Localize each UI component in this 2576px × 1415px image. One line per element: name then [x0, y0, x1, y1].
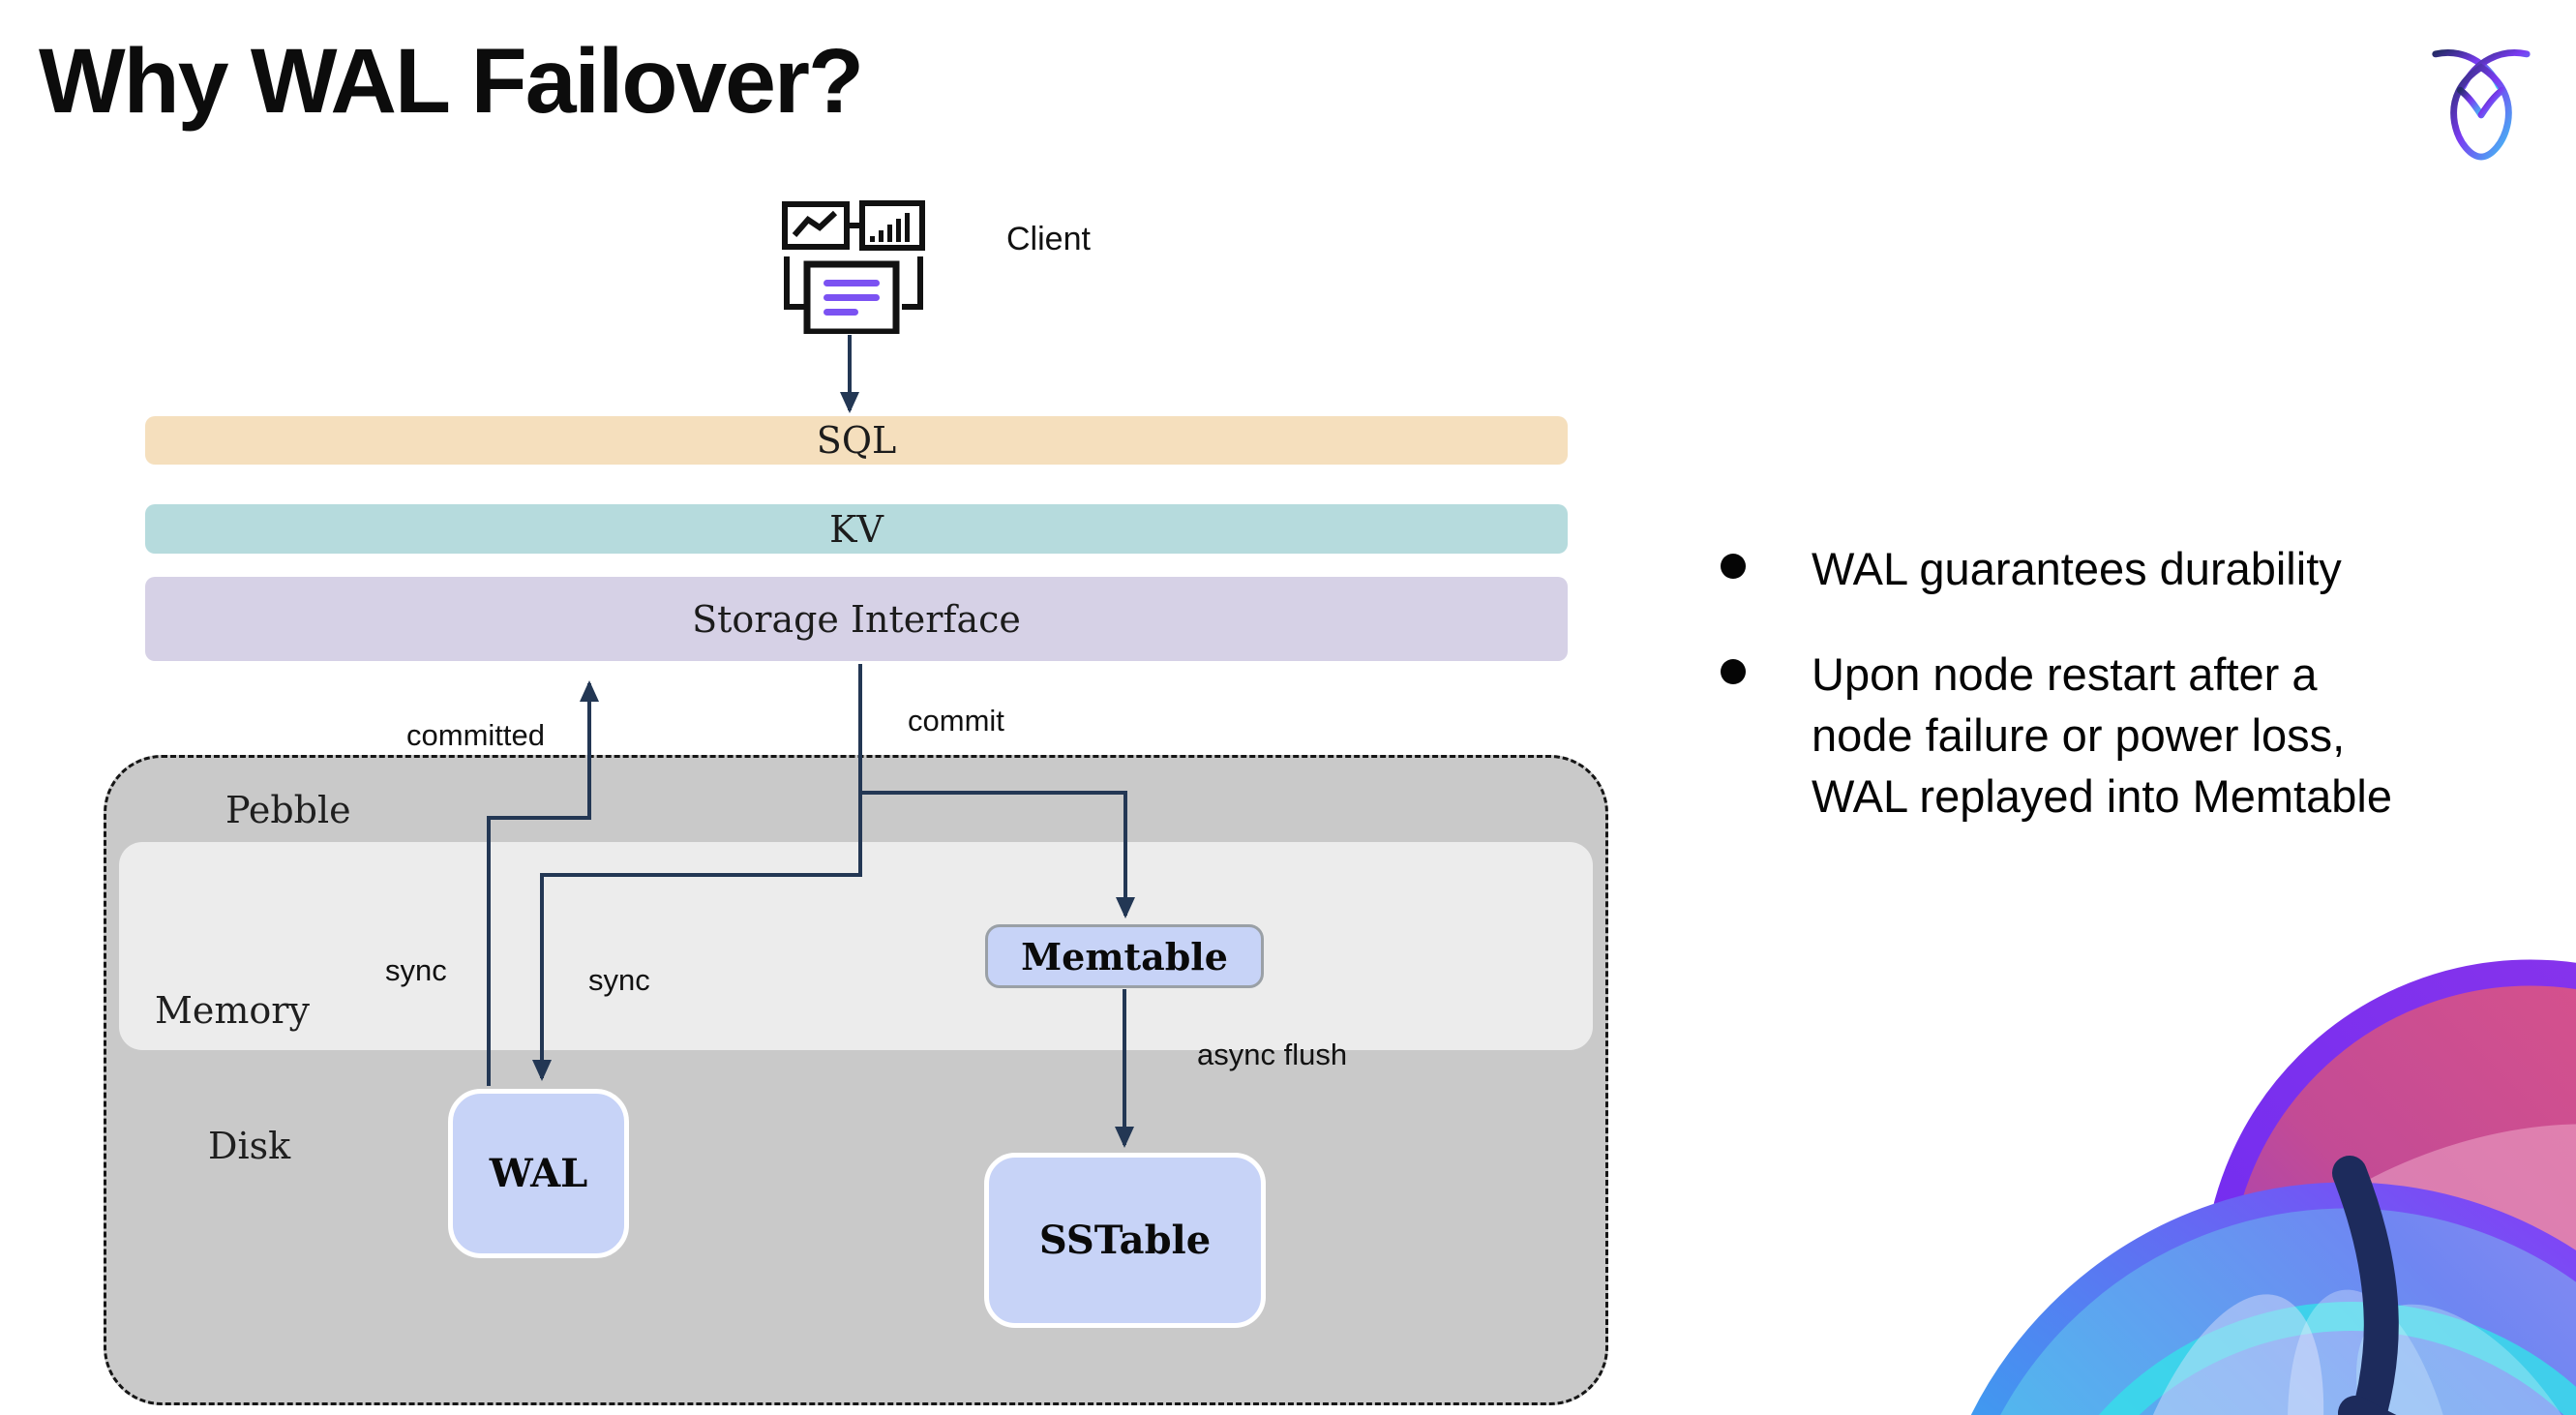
- memtable-node: Memtable: [985, 924, 1264, 988]
- layer-sql: SQL: [145, 416, 1568, 465]
- commit-label: commit: [908, 704, 1004, 738]
- layer-storage-interface-label: Storage Interface: [692, 597, 1021, 641]
- layer-sql-label: SQL: [816, 419, 897, 462]
- list-item: WAL guarantees durability: [1703, 538, 2458, 599]
- sync-left-label: sync: [385, 953, 447, 987]
- memory-region: [119, 842, 1593, 1050]
- disk-label: Disk: [208, 1125, 291, 1167]
- bullet-dot-icon: [1721, 554, 1746, 579]
- sync-right-label: sync: [588, 963, 650, 997]
- bullet-dot-icon: [1721, 659, 1746, 684]
- layer-kv: KV: [145, 504, 1568, 554]
- pebble-label: Pebble: [225, 789, 351, 831]
- committed-label: committed: [406, 718, 545, 752]
- async-flush-label: async flush: [1197, 1038, 1348, 1071]
- client-terminal-icon: [782, 200, 925, 334]
- layer-kv-label: KV: [829, 507, 884, 551]
- wal-node: WAL: [448, 1089, 629, 1258]
- bullet-text: Upon node restart after a node failure o…: [1812, 648, 2392, 822]
- sstable-node-label: SSTable: [1038, 1218, 1212, 1263]
- cockroachdb-brand-art: [1970, 959, 2576, 1415]
- cockroachdb-logo-icon: [2432, 49, 2531, 161]
- client-label: Client: [1006, 221, 1091, 257]
- memory-label: Memory: [155, 989, 310, 1032]
- page-title: Why WAL Failover?: [39, 30, 864, 133]
- wal-node-label: WAL: [489, 1151, 588, 1196]
- sstable-node: SSTable: [984, 1153, 1266, 1328]
- bullet-text: WAL guarantees durability: [1812, 543, 2342, 594]
- memtable-node-label: Memtable: [1021, 934, 1228, 978]
- bullet-list: WAL guarantees durability Upon node rest…: [1703, 538, 2458, 827]
- layer-storage-interface: Storage Interface: [145, 577, 1568, 661]
- list-item: Upon node restart after a node failure o…: [1703, 644, 2458, 827]
